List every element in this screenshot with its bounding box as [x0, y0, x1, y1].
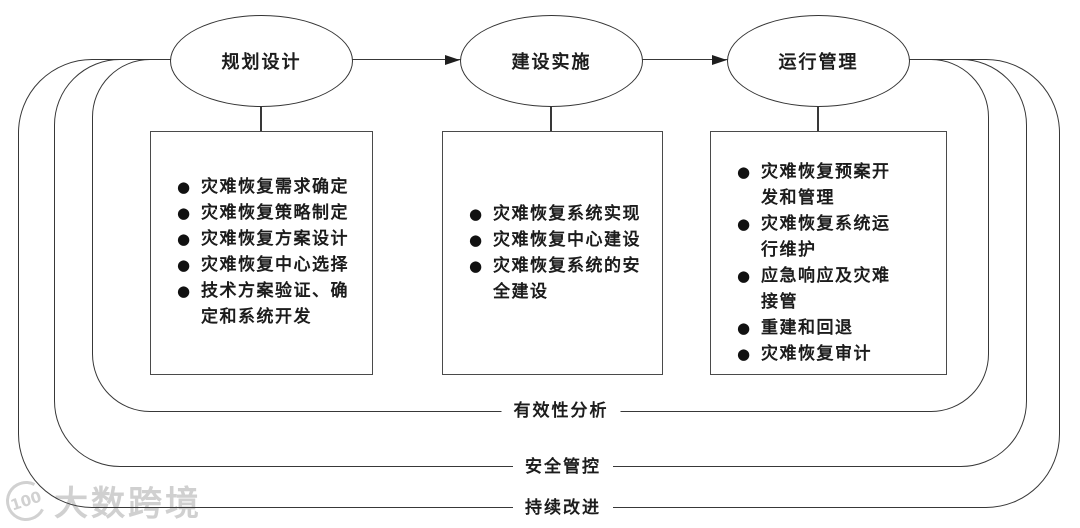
bullet-icon: ●: [737, 267, 751, 285]
stage-ellipse-planning-design: 规划设计: [170, 15, 353, 107]
list-item: ●灾难恢复审计: [737, 341, 897, 367]
list-item: ●灾难恢复预案开发和管理: [737, 159, 897, 211]
bullet-icon: ●: [737, 319, 751, 337]
list-item: ●技术方案验证、确定和系统开发: [177, 278, 353, 330]
bullet-icon: ●: [177, 282, 191, 300]
bullet-icon: ●: [737, 345, 751, 363]
task-box-construction-implementation: ●灾难恢复系统实现 ●灾难恢复中心建设 ●灾难恢复系统的安全建设: [442, 131, 663, 375]
stage-ellipse-construction-implementation: 建设实施: [460, 15, 643, 107]
list-item: ●灾难恢复方案设计: [177, 226, 353, 252]
loop-label-security-control: 安全管控: [513, 456, 613, 478]
list-item: ●灾难恢复中心选择: [177, 252, 353, 278]
bullet-icon: ●: [177, 204, 191, 222]
list-item: ●灾难恢复中心建设: [469, 227, 645, 253]
list-item: ●灾难恢复系统的安全建设: [469, 253, 645, 305]
list-item: ●灾难恢复系统运行维护: [737, 211, 897, 263]
bullet-icon: ●: [737, 163, 751, 181]
bullet-icon: ●: [469, 257, 483, 275]
arrow-planning-to-implementation-icon: [445, 55, 460, 65]
list-item: ●灾难恢复需求确定: [177, 174, 353, 200]
bullet-icon: ●: [737, 215, 751, 233]
task-box-operation-management: ●灾难恢复预案开发和管理 ●灾难恢复系统运行维护 ●应急响应及灾难接管 ●重建和…: [710, 131, 947, 375]
list-item: ●灾难恢复系统实现: [469, 201, 645, 227]
stage-ellipse-operation-management: 运行管理: [727, 15, 910, 107]
task-box-planning-design: ●灾难恢复需求确定 ●灾难恢复策略制定 ●灾难恢复方案设计 ●灾难恢复中心选择 …: [150, 131, 373, 375]
connector-implementation-box: [550, 106, 552, 132]
loop-label-continuous-improvement: 持续改进: [513, 497, 613, 519]
list-item: ●应急响应及灾难接管: [737, 263, 897, 315]
bullet-icon: ●: [177, 178, 191, 196]
connector-operation-box: [817, 106, 819, 132]
bullet-icon: ●: [177, 256, 191, 274]
connector-planning-box: [260, 106, 262, 132]
loop-label-effectiveness-analysis: 有效性分析: [501, 400, 621, 422]
stage-label-construction-implementation: 建设实施: [511, 52, 592, 73]
stage-label-operation-management: 运行管理: [778, 52, 859, 73]
bullet-icon: ●: [469, 231, 483, 249]
list-item: ●重建和回退: [737, 315, 897, 341]
bullet-icon: ●: [177, 230, 191, 248]
list-item: ●灾难恢复策略制定: [177, 200, 353, 226]
stage-label-planning-design: 规划设计: [221, 52, 302, 73]
arrow-implementation-to-operation-icon: [712, 55, 727, 65]
bullet-icon: ●: [469, 205, 483, 223]
